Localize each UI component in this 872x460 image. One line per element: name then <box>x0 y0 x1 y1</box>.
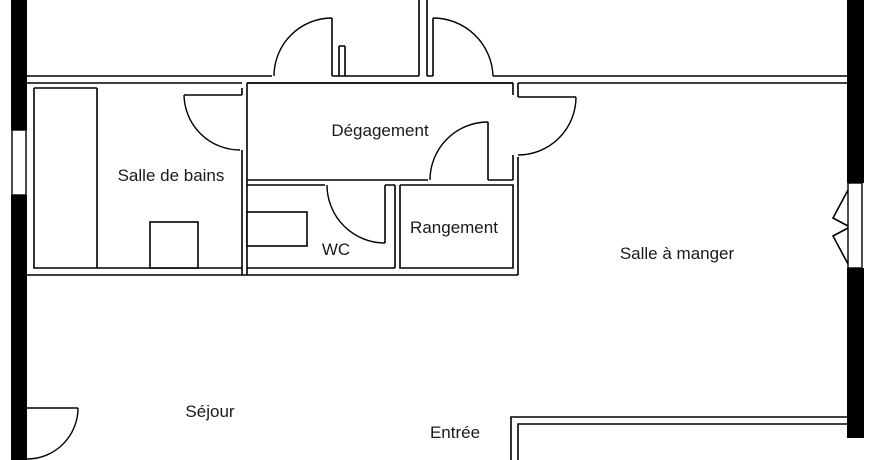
rangement-wall <box>399 184 514 269</box>
room-label-degagement: Dégagement <box>331 121 429 140</box>
left-exterior-wall-lower <box>11 195 27 460</box>
window-right <box>847 182 863 269</box>
room-label-sejour: Séjour <box>185 402 234 421</box>
room-label-rangement: Rangement <box>410 218 498 237</box>
room-label-salle-de-bains: Salle de bains <box>118 166 225 185</box>
wc-toilet <box>246 211 308 247</box>
door-top-right <box>432 17 494 77</box>
right-exterior-wall-lower <box>847 268 864 438</box>
entree-closet-wall <box>510 416 847 460</box>
wc-wall <box>247 184 396 269</box>
exterior-walls <box>11 0 864 460</box>
bathroom-cabinet <box>149 221 199 269</box>
small-stub <box>338 45 346 76</box>
door-bathroom <box>183 94 242 151</box>
door-rangement <box>429 121 489 181</box>
interior-walls <box>18 0 847 460</box>
window-right-sash <box>831 189 849 265</box>
degagement-wall <box>247 82 514 181</box>
door-degagement-right <box>517 96 577 156</box>
door-wc <box>326 184 386 244</box>
fixtures <box>149 211 308 269</box>
doors <box>26 17 577 460</box>
right-exterior-wall-upper <box>847 0 864 183</box>
door-top-left <box>273 17 333 77</box>
door-sejour <box>26 407 79 460</box>
room-label-wc: WC <box>322 240 350 259</box>
upper-partition <box>18 0 428 76</box>
room-label-entree: Entrée <box>430 423 480 442</box>
window-left <box>11 129 27 196</box>
room-labels: Dégagement Salle de bains WC Rangement S… <box>118 121 735 442</box>
room-label-salle-a-manger: Salle à manger <box>620 244 735 263</box>
